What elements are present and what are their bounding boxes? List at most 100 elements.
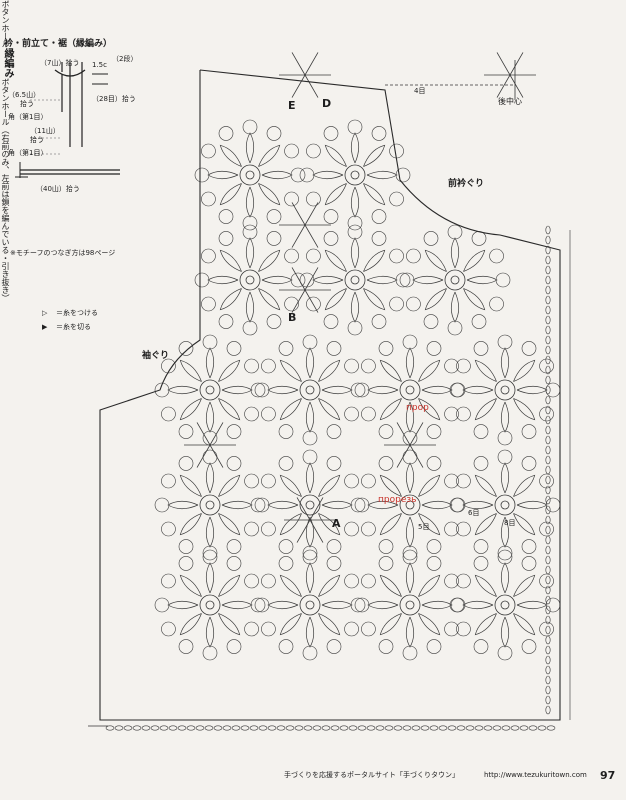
chain-stitch (545, 465, 551, 475)
motif-center (299, 594, 321, 616)
scallop (226, 539, 242, 554)
scallop (326, 456, 342, 471)
petal (405, 401, 415, 433)
scallop (306, 248, 321, 264)
scallop (361, 473, 376, 489)
chain-stitch (545, 695, 551, 705)
star-join (484, 52, 536, 98)
petal (305, 401, 315, 433)
motif-core (500, 385, 510, 395)
scallop (489, 248, 504, 264)
inset-pick-40: （40山）拾う (36, 185, 80, 193)
handwritten-note-1: прор (406, 403, 429, 413)
flower-motif (449, 334, 561, 446)
motif-center (299, 379, 321, 401)
chain-stitch (545, 255, 551, 265)
petal (179, 574, 202, 597)
chain-stitch (348, 725, 358, 731)
motif-core (450, 275, 460, 285)
scallop (521, 456, 537, 471)
star-spoke (304, 52, 319, 76)
legend-attach-symbol: ▷ (42, 309, 48, 317)
motif-core (500, 500, 510, 510)
scallop (495, 272, 511, 288)
inset-pick-11: （11山） (30, 127, 60, 135)
chain-stitch (545, 365, 551, 375)
star-spoke (291, 74, 306, 98)
motif-center (239, 164, 261, 186)
scallop (244, 573, 259, 589)
petal (205, 516, 215, 548)
petal (366, 170, 398, 180)
chain-stitch (545, 525, 551, 535)
chain-stitch (519, 725, 529, 731)
scallop (447, 320, 463, 336)
flower-motif (194, 224, 306, 336)
star-spoke (196, 444, 211, 468)
scallop (178, 341, 194, 356)
petal (324, 183, 347, 206)
motif-join-note: ※モチーフのつなぎ方は98ページ (10, 249, 116, 257)
scallop (344, 521, 359, 537)
petal (219, 249, 242, 272)
petal (418, 613, 441, 636)
petal (379, 359, 402, 382)
flower-motif (299, 224, 411, 336)
scallop (354, 382, 370, 398)
star-spoke (291, 267, 306, 291)
chain-stitch (545, 635, 551, 645)
scallop (201, 248, 216, 264)
scallop (402, 430, 418, 446)
scallop (284, 143, 299, 159)
petal (418, 474, 441, 497)
garment-outline (88, 60, 571, 731)
star-spoke (309, 519, 324, 543)
flower-motif (354, 549, 466, 661)
chain-stitch (330, 725, 340, 731)
petal (405, 347, 415, 379)
chain-stitch (545, 505, 551, 515)
scallop (266, 126, 282, 141)
motif-core (350, 170, 360, 180)
chain-stitch (267, 725, 277, 731)
scallop (371, 231, 387, 246)
star-spoke (196, 422, 211, 446)
petal (279, 398, 302, 421)
legend-cut-label: ＝糸を切る (56, 323, 91, 331)
scallop (201, 143, 216, 159)
chain-stitch (402, 725, 412, 731)
petal (516, 500, 548, 510)
motif-core (405, 500, 415, 510)
chain-stitch (339, 725, 349, 731)
petal (500, 401, 510, 433)
petal (179, 474, 202, 497)
petal (218, 474, 241, 497)
petal (513, 574, 536, 597)
chain-stitch (545, 385, 551, 395)
chain-stitch (545, 445, 551, 455)
scallop (226, 556, 242, 571)
scallop (326, 539, 342, 554)
scallop (161, 573, 176, 589)
scallop (545, 497, 561, 513)
scallop (497, 334, 513, 350)
scallop (161, 473, 176, 489)
motif-core (305, 600, 315, 610)
petal (258, 288, 281, 311)
scallop (261, 358, 276, 374)
chain-stitch (545, 285, 551, 295)
scallop (278, 341, 294, 356)
chain-stitch (545, 665, 551, 675)
scallop (402, 645, 418, 661)
footer-text: 手づくりを応援するポータルサイト「手づくりタウン」 (284, 771, 459, 779)
scallop (378, 539, 394, 554)
petal (324, 144, 347, 167)
petal (466, 275, 498, 285)
scallop (218, 231, 234, 246)
scallop (266, 314, 282, 329)
scallop (521, 341, 537, 356)
petal (500, 516, 510, 548)
petal (219, 144, 242, 167)
chain-stitch (393, 725, 403, 731)
footer-url[interactable]: http://www.tezukuritown.com (484, 771, 587, 779)
